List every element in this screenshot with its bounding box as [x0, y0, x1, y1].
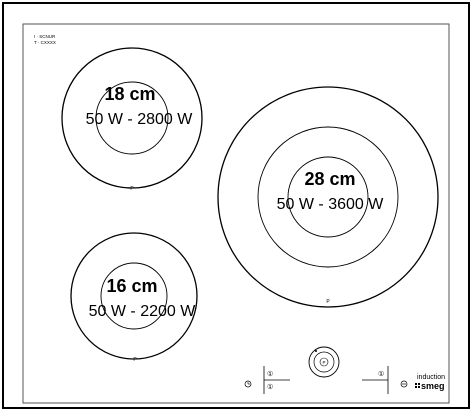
zone-size-label: 18 cm — [104, 84, 155, 104]
minus-icon[interactable] — [400, 380, 408, 388]
zone-power-label: 50 W - 2800 W — [86, 111, 194, 128]
cooking-zone-16cm[interactable]: 16 cm 50 W - 2200 W P — [70, 232, 198, 363]
left-bottom-symbol: ① — [267, 383, 273, 391]
zone-size-label: 28 cm — [304, 169, 355, 189]
right-zone-control[interactable]: ① — [362, 366, 389, 394]
zone-inner-ring — [287, 156, 369, 238]
zone-marker: P — [326, 299, 330, 305]
zone-power-label: 50 W - 2200 W — [89, 303, 197, 320]
control-panel: ① ① P ① — [244, 346, 445, 394]
power-button-label: P — [322, 360, 325, 365]
power-button[interactable]: P — [308, 346, 340, 378]
brand-line-smeg: smeg — [421, 381, 445, 391]
brand-line-induction: induction — [417, 374, 445, 381]
zone-middle-ring — [257, 126, 399, 268]
cooking-zone-18cm[interactable]: 18 cm 50 W - 2800 W P — [61, 47, 203, 192]
zone-size-label: 16 cm — [106, 276, 157, 296]
zone-marker: P — [133, 357, 137, 363]
zone-inner-ring — [95, 81, 169, 155]
zone-inner-ring — [100, 262, 168, 330]
zone-marker: P — [130, 186, 134, 192]
zone-outer-ring — [70, 232, 198, 360]
smeg-dots-icon — [415, 383, 420, 388]
zone-outer-ring — [61, 47, 203, 189]
right-symbol: ① — [378, 370, 384, 378]
corner-text-1: I · SCNUR — [34, 34, 56, 39]
cooking-zone-28cm[interactable]: 28 cm 50 W - 3600 W P — [217, 86, 439, 308]
brand-logo: induction smeg — [415, 374, 445, 391]
corner-text-2: T · CXXXX — [34, 40, 56, 45]
zone-power-label: 50 W - 3600 W — [277, 196, 385, 213]
timer-icon[interactable] — [244, 380, 252, 388]
left-zone-control[interactable]: ① ① — [263, 366, 290, 394]
left-top-symbol: ① — [267, 370, 273, 378]
hob-glass-panel — [22, 23, 450, 404]
zone-outer-ring — [217, 86, 439, 308]
